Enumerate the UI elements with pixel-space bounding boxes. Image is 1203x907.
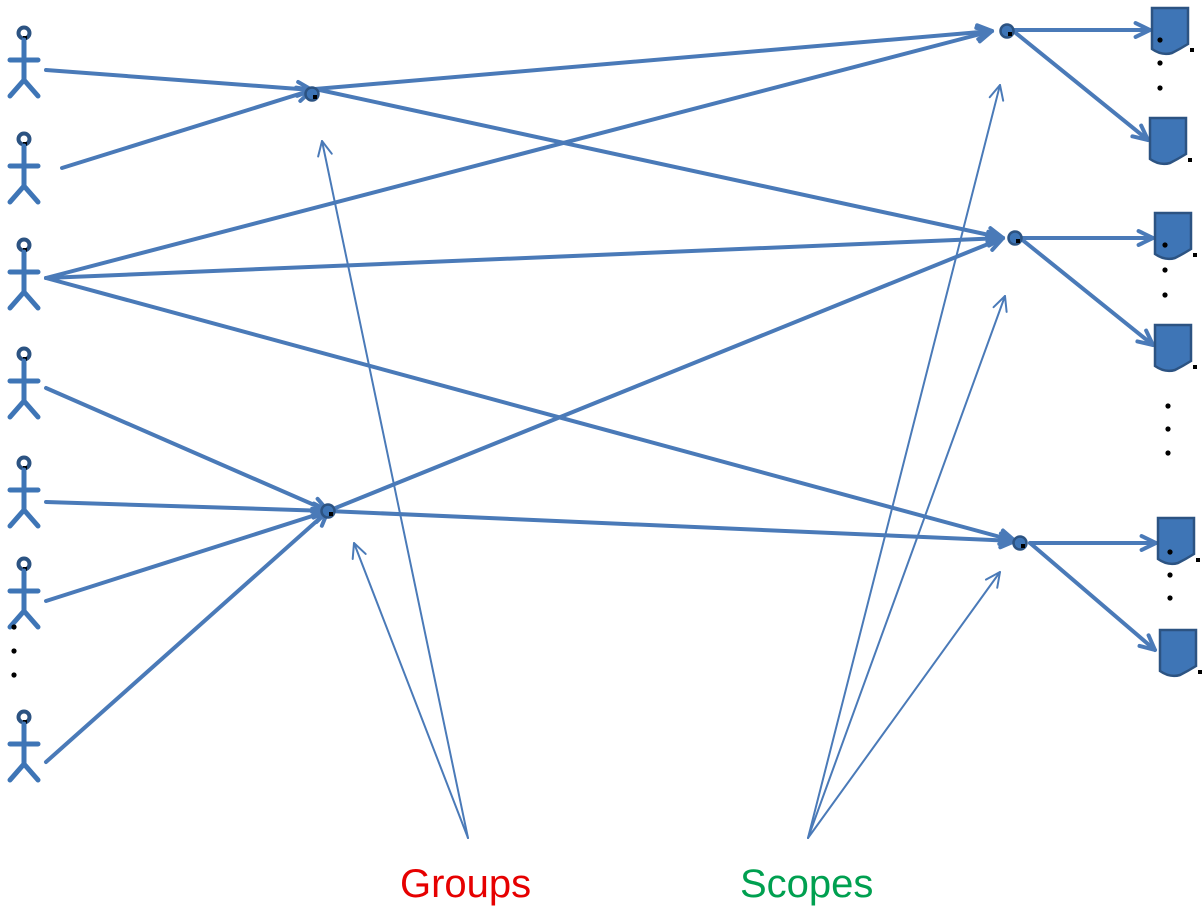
group-node — [304, 86, 320, 102]
scope-to-resource-arrow — [1010, 28, 1150, 142]
scope-node — [999, 23, 1015, 39]
ellipsis-dots — [11, 624, 17, 678]
groups-label: Groups — [400, 862, 532, 906]
document-icon — [1148, 116, 1192, 166]
document-icon — [1150, 6, 1194, 56]
document-icon — [1158, 628, 1202, 678]
person-icon — [7, 346, 41, 420]
person-icon — [7, 455, 41, 529]
ellipsis-dots — [1157, 37, 1163, 91]
scope-to-resource-arrow — [1028, 541, 1157, 652]
person-icon — [7, 237, 41, 311]
user-to-group-arrow — [60, 85, 314, 170]
ellipsis-dots — [1162, 242, 1168, 298]
scopes-label: Scopes — [740, 862, 874, 906]
scope-to-resource-arrow — [1018, 236, 1155, 347]
ellipsis-dots — [1167, 549, 1173, 601]
person-icon — [7, 25, 41, 99]
document-icon — [1156, 516, 1200, 566]
groups-pointer-arrow — [351, 542, 469, 839]
group-to-scope-arrow — [326, 509, 1017, 550]
user-to-group-arrow — [44, 68, 314, 98]
scope-to-resource-arrow — [1018, 229, 1155, 247]
scopes-pointer-arrow — [807, 84, 1005, 839]
user-to-group-arrow — [44, 506, 330, 603]
group-to-scope-arrow — [313, 87, 1005, 244]
ellipsis-dots — [1165, 403, 1171, 456]
user-to-group-arrow — [44, 509, 330, 764]
person-icon — [7, 556, 41, 630]
groups-pointer-arrow — [317, 140, 469, 839]
scope-to-resource-arrow — [1028, 534, 1158, 552]
scopes-pointer-arrow — [807, 571, 1001, 839]
group-node — [320, 503, 336, 519]
user-to-group-arrow — [44, 386, 330, 514]
scope-to-resource-arrow — [1010, 21, 1152, 39]
document-icon — [1153, 211, 1197, 261]
person-icon — [7, 709, 41, 783]
user-to-group-arrow — [44, 500, 330, 520]
scope-node — [1012, 535, 1028, 551]
scopes-pointer-arrow — [807, 295, 1008, 839]
group-to-scope-arrow — [313, 23, 994, 91]
document-icon — [1153, 323, 1197, 373]
group-to-scope-arrow — [326, 234, 1005, 513]
person-icon — [7, 131, 41, 205]
user-to-scope-arrow — [44, 25, 994, 280]
user-to-scope-arrow — [44, 276, 1017, 546]
scope-node — [1007, 230, 1023, 246]
